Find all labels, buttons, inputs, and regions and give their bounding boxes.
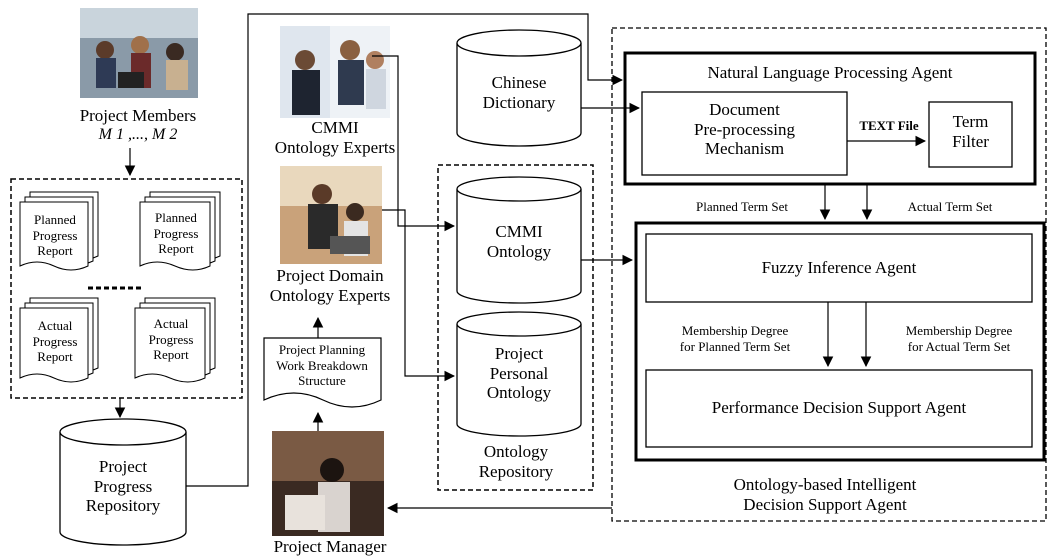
planned-report-stack-2 — [139, 191, 221, 271]
wbs-label: Project Planning Work Breakdown Structur… — [276, 342, 368, 389]
arrow-repository-to-nlp — [186, 13, 624, 487]
term-filter-label: Term Filter — [952, 112, 989, 151]
planned-report-2-label: Planned Progress Report — [153, 210, 199, 257]
chinese-dictionary-label: Chinese Dictionary — [482, 73, 556, 112]
members-title: Project Members — [79, 106, 197, 125]
cmmi-ontology-cylinder — [456, 176, 582, 304]
ontology-repository-label: Ontology Repository — [478, 442, 554, 481]
decision-support-outer-box — [611, 27, 1047, 522]
planned-report-stack-1 — [19, 191, 99, 271]
actual-report-2-label: Actual Progress Report — [148, 316, 194, 363]
doc-mechanism-label: Document Pre-processing Mechanism — [693, 100, 796, 159]
connectors — [114, 13, 927, 514]
fuzzy-agent-box — [645, 233, 1033, 303]
membership-planned-label: Membership Degree for Planned Term Set — [679, 323, 791, 354]
project-members-photo — [80, 8, 198, 98]
cmmi-experts-label: CMMI Ontology Experts — [274, 118, 396, 157]
actual-report-stack-2 — [134, 297, 216, 383]
term-filter-box — [928, 101, 1013, 168]
doc-mechanism-box — [641, 91, 848, 176]
performance-agent-label: Performance Decision Support Agent — [711, 398, 967, 417]
cmmi-ontology-label: CMMI Ontology — [486, 222, 552, 261]
project-members-label: Project Members M 1 ,..., M 2 — [58, 106, 218, 144]
nlp-agent-title: Natural Language Processing Agent — [707, 63, 953, 82]
chinese-dictionary-cylinder — [456, 29, 582, 147]
progress-repository-label: Project Progress Repository — [85, 457, 161, 516]
actual-report-stack-1 — [19, 297, 99, 383]
personal-ontology-label: Project Personal Ontology — [486, 344, 552, 403]
planned-report-1-label: Planned Progress Report — [32, 212, 78, 259]
actual-report-1-label: Actual Progress Report — [32, 318, 78, 365]
fuzzy-agent-label: Fuzzy Inference Agent — [761, 258, 917, 277]
domain-experts-photo — [280, 166, 382, 264]
project-manager-photo — [272, 431, 384, 536]
progress-repository-cylinder — [59, 418, 187, 546]
actual-term-set-label: Actual Term Set — [907, 199, 993, 214]
domain-experts-label: Project Domain Ontology Experts — [269, 266, 391, 305]
text-file-label: TEXT File — [859, 118, 919, 133]
decision-support-agent-label: Ontology-based Intelligent Decision Supp… — [733, 475, 917, 514]
cmmi-experts-photo — [280, 26, 390, 118]
reports-group-box — [10, 178, 243, 399]
project-manager-label: Project Manager — [273, 537, 387, 556]
wbs-document — [263, 337, 382, 408]
personal-ontology-cylinder — [456, 311, 582, 437]
members-range: M 1 ,..., M 2 — [98, 125, 178, 143]
arrow-domain-experts-to-personal-ontology — [382, 209, 456, 382]
arrow-cmmi-experts-to-ontology — [372, 55, 456, 232]
performance-agent-box — [645, 369, 1033, 448]
planned-term-set-label: Planned Term Set — [695, 199, 788, 214]
membership-actual-label: Membership Degree for Actual Term Set — [905, 323, 1013, 354]
